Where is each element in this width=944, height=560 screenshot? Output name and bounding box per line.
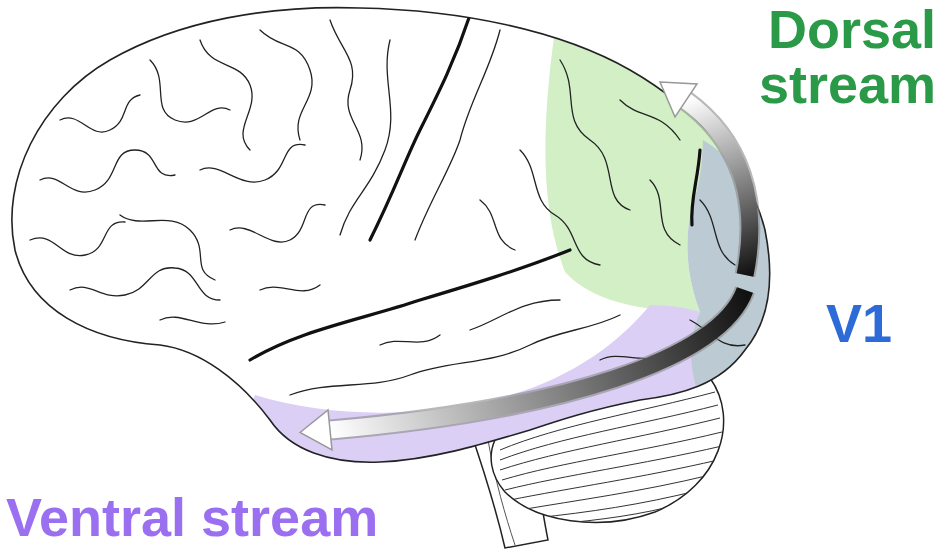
major-sulci — [250, 15, 700, 360]
dorsal-arrow — [660, 82, 750, 275]
area-label: V1 — [826, 296, 936, 351]
ventral-arrow — [300, 290, 745, 450]
stream-label: Ventral stream — [6, 490, 606, 545]
gyri — [30, 20, 745, 430]
stream-label: Dorsal stream — [720, 2, 936, 112]
cerebrum-outline — [12, 8, 770, 463]
